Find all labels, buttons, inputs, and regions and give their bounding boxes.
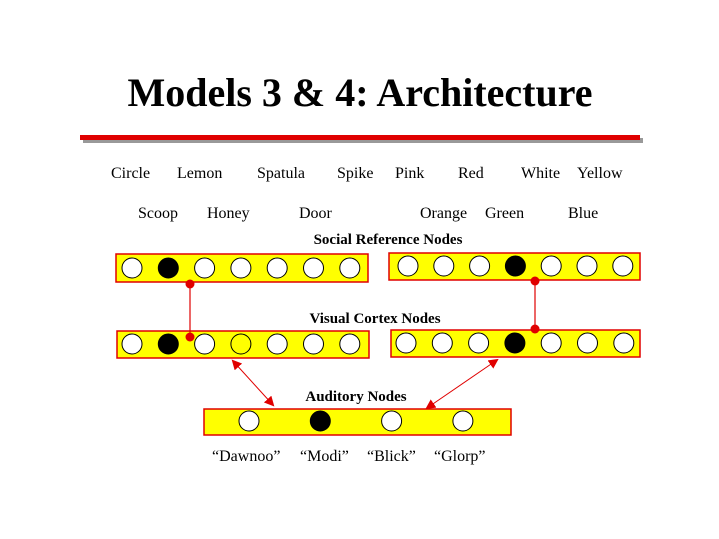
node bbox=[238, 410, 260, 432]
node bbox=[468, 332, 490, 354]
sound-label: “Dawnoo” bbox=[212, 448, 280, 465]
node bbox=[540, 332, 562, 354]
node bbox=[397, 255, 419, 277]
sound-label: “Blick” bbox=[367, 448, 416, 465]
words-row-1: Circle Lemon Spatula Spike Pink Red Whit… bbox=[111, 165, 623, 182]
title-underline bbox=[80, 135, 640, 140]
node bbox=[469, 255, 491, 277]
node bbox=[381, 410, 403, 432]
node bbox=[194, 333, 216, 355]
node bbox=[576, 255, 598, 277]
node bbox=[540, 255, 562, 277]
active-node bbox=[157, 333, 179, 355]
node bbox=[433, 255, 455, 277]
slide-title: Models 3 & 4: Architecture bbox=[127, 70, 592, 115]
title-underline-shadow bbox=[83, 138, 643, 143]
node bbox=[395, 332, 417, 354]
social-label: Social Reference Nodes bbox=[314, 232, 463, 248]
left-bidirectional-arrow bbox=[231, 359, 275, 407]
word: Door bbox=[299, 205, 333, 222]
word: Lemon bbox=[177, 165, 222, 182]
node bbox=[613, 332, 635, 354]
active-node bbox=[504, 255, 526, 277]
node bbox=[339, 333, 361, 355]
connection-dot bbox=[530, 324, 540, 334]
word: White bbox=[521, 165, 560, 182]
node bbox=[230, 257, 252, 279]
node bbox=[452, 410, 474, 432]
sound-labels: “Dawnoo” “Modi” “Blick” “Glorp” bbox=[212, 448, 486, 465]
word: Circle bbox=[111, 165, 150, 182]
visual-label: Visual Cortex Nodes bbox=[309, 311, 440, 327]
auditory-label: Auditory Nodes bbox=[305, 389, 406, 405]
word: Green bbox=[485, 205, 524, 222]
active-node bbox=[309, 410, 331, 432]
node bbox=[431, 332, 453, 354]
connection-dot bbox=[530, 276, 540, 286]
connection-dot bbox=[185, 332, 195, 342]
node bbox=[303, 333, 324, 355]
node bbox=[339, 257, 361, 279]
node bbox=[230, 333, 252, 355]
word: Spatula bbox=[257, 165, 305, 182]
active-node bbox=[504, 332, 526, 354]
connection-dot bbox=[185, 279, 195, 289]
node bbox=[121, 257, 143, 279]
node bbox=[266, 333, 288, 355]
right-bidirectional-arrow bbox=[425, 358, 499, 410]
node bbox=[194, 257, 216, 279]
word: Blue bbox=[568, 205, 598, 222]
active-node bbox=[157, 257, 179, 279]
word: Red bbox=[458, 165, 484, 182]
sound-label: “Glorp” bbox=[434, 448, 486, 465]
word: Orange bbox=[420, 205, 467, 222]
word: Scoop bbox=[138, 205, 178, 222]
node bbox=[266, 257, 288, 279]
words-row-2: Scoop Honey Door Orange Green Blue bbox=[138, 205, 598, 222]
sound-label: “Modi” bbox=[300, 448, 349, 465]
word: Honey bbox=[207, 205, 250, 222]
node bbox=[577, 332, 598, 354]
node bbox=[121, 333, 143, 355]
word: Spike bbox=[337, 165, 373, 182]
word: Pink bbox=[395, 165, 424, 182]
node bbox=[612, 255, 634, 277]
word: Yellow bbox=[577, 165, 623, 182]
node bbox=[303, 257, 324, 279]
